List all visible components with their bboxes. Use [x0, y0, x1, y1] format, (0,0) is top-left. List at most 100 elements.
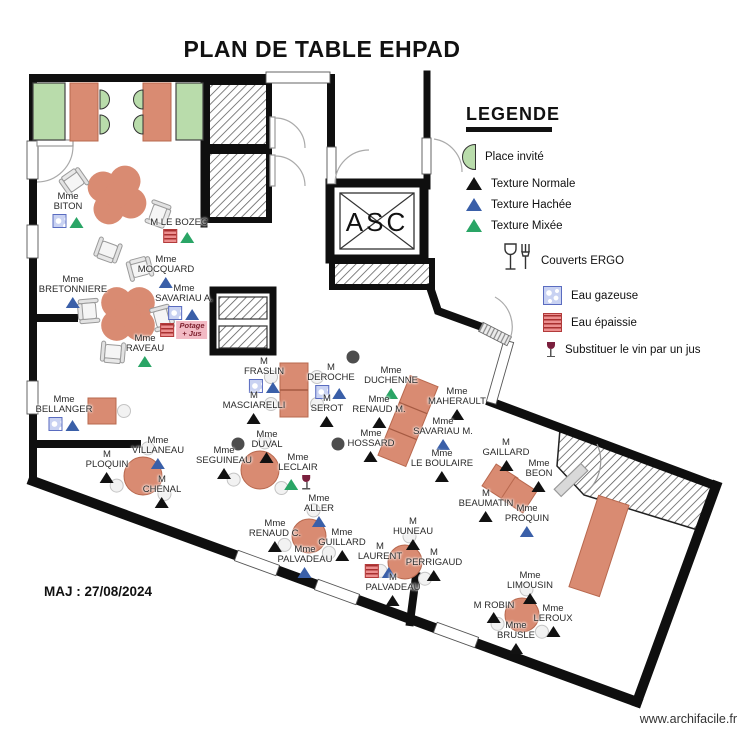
potage-chip: Potage + Jus [160, 320, 208, 339]
guest-seats [99, 89, 144, 135]
bench-green-right [175, 82, 204, 141]
seat-name: Mme BRETONNIERE [38, 274, 108, 296]
seat-name: Mme RENAUD M. [352, 394, 406, 416]
seat-name: M GAILLARD [482, 437, 530, 459]
bench-table-right [142, 82, 172, 142]
seat-name: Mme PALVADEAU [277, 544, 333, 566]
texture-mixee-icon [180, 232, 195, 244]
seat-marker[interactable]: Mme ALLER [303, 493, 335, 527]
round-table-huneau [387, 544, 423, 580]
seat-marker[interactable]: Mme LECLAIR [278, 452, 318, 490]
seat-marker[interactable]: Mme LEROUX [533, 603, 573, 637]
seat-marker[interactable]: M LE BOZEC [150, 217, 208, 244]
legend-item: Place invité [462, 144, 544, 170]
seat-marker[interactable]: Mme SAVARIAU A.Potage + Jus [155, 283, 213, 339]
legend-item: Eau gazeuse [543, 286, 638, 305]
texture-normale-icon [406, 538, 420, 550]
seat-marker[interactable]: Mme SEGUINEAU [196, 445, 252, 479]
seat-marker[interactable]: Mme PROQUIN [505, 503, 549, 537]
legend-underline [466, 127, 552, 132]
seat-marker[interactable]: Mme MOCQUARD [138, 254, 194, 288]
seat-name: Mme DUCHENNE [364, 365, 418, 387]
seat-marker[interactable]: Mme MAHERAULT [428, 386, 486, 420]
texture-hachee-icon [466, 198, 482, 211]
seat-marker[interactable]: M CHENAL [142, 474, 182, 508]
flower-table-1 [87, 165, 147, 225]
seat-marker[interactable]: Mme SAVARIAU M. [413, 416, 473, 450]
couverts-ergo-icon [502, 242, 532, 279]
seat-marker[interactable]: Mme RENAUD M. [352, 394, 406, 428]
seat-marker[interactable]: Mme GUILLARD [318, 527, 366, 561]
texture-normale-icon [319, 415, 334, 427]
seat-name: Mme BRUSLE [496, 620, 536, 642]
seat-name: M PERRIGAUD [405, 547, 463, 569]
seat-marker[interactable]: Mme BELLANGER [35, 394, 93, 431]
seat-marker[interactable]: Mme DUCHENNE [364, 365, 418, 399]
seat-marker[interactable]: M HUNEAU [392, 516, 434, 550]
seat-name: M SEROT [310, 393, 344, 415]
seat-marker[interactable]: Mme BRETONNIERE [38, 274, 108, 308]
legend-title: LEGENDE [466, 104, 561, 124]
table-long-right [568, 494, 630, 598]
texture-normale-icon [532, 480, 546, 492]
seat-marker[interactable]: M PLOQUIN [85, 449, 129, 483]
seat-marker[interactable]: M PALVADEAU [365, 572, 421, 606]
seat-marker[interactable]: Mme LE BOULAIRE [411, 448, 473, 482]
legend-item: Texture Mixée [466, 219, 563, 232]
seat-marker[interactable]: Mme BEON [526, 458, 552, 492]
seat-name: M CHENAL [142, 474, 182, 496]
tables[interactable] [32, 82, 630, 633]
doors [36, 116, 602, 498]
eau-gazeuse-icon [48, 416, 63, 431]
seat-marker[interactable]: M MASCIARELLI [223, 390, 285, 424]
round-table-limousin [504, 597, 540, 633]
seat-marker[interactable]: M DEROCHE [307, 362, 355, 399]
texture-normale-icon [334, 549, 349, 561]
legend-label: Couverts ERGO [541, 254, 625, 267]
legend-item: Texture Hachée [466, 198, 572, 211]
legend-label: Substituer le vin par un jus [565, 343, 701, 356]
seat-marker[interactable]: Mme BITON [52, 191, 84, 228]
seat-marker[interactable]: Mme VILLANEAU [131, 435, 185, 469]
seat-marker[interactable]: Mme BRUSLE [496, 620, 536, 654]
legend-label: Eau épaissie [571, 316, 637, 329]
seat-name: Mme ALLER [303, 493, 335, 515]
texture-normale-icon [217, 467, 231, 479]
vin-jus-icon [546, 342, 556, 357]
texture-mixee-icon [384, 387, 398, 399]
eau-epaissie-icon [163, 229, 178, 244]
seat-marker[interactable]: Mme RENAUD C. [249, 518, 301, 552]
texture-hachee-icon [265, 381, 280, 393]
seat-marker[interactable]: Mme RAVEAU [126, 333, 164, 367]
seat-marker[interactable]: Mme PALVADEAU [277, 544, 333, 578]
seat-name: Mme BITON [53, 191, 83, 213]
seat-marker[interactable]: Mme DUVAL [252, 429, 282, 463]
seat-marker[interactable]: M ROBIN [474, 600, 514, 624]
seat-name: Mme VILLANEAU [131, 435, 185, 457]
texture-normale-icon [449, 408, 464, 420]
table-gaillard-2 [500, 476, 538, 514]
texture-hachee-icon [311, 515, 326, 527]
seat-name: Mme SEGUINEAU [196, 445, 252, 467]
elevator: ASC [325, 178, 429, 264]
texture-mixee-icon [466, 219, 482, 232]
seat-name: M PLOQUIN [85, 449, 129, 471]
eau-gazeuse-icon [248, 378, 263, 393]
texture-normale-icon [479, 510, 493, 522]
last-updated: MAJ : 27/08/2024 [44, 584, 153, 599]
seat-marker[interactable]: M PERRIGAUD [405, 547, 463, 581]
seat-marker[interactable]: M SEROT [310, 393, 344, 427]
seat-marker[interactable]: M FRASLIN [244, 356, 284, 393]
elevator-label: ASC [346, 207, 408, 237]
seat-marker[interactable]: M GAILLARD [482, 437, 530, 471]
eau-gazeuse-icon [168, 305, 183, 320]
seat-name: M HUNEAU [392, 516, 434, 538]
seat-marker[interactable]: Mme LIMOUSIN [507, 570, 553, 604]
texture-hachee-icon [158, 276, 173, 288]
seat-name: M PALVADEAU [365, 572, 421, 594]
texture-hachee-icon [151, 457, 165, 469]
seat-marker[interactable]: M LAURENT [358, 541, 402, 578]
seat-marker[interactable]: Mme HOSSARD [348, 428, 394, 462]
seat-marker[interactable]: M BEAUMATIN [459, 488, 513, 522]
